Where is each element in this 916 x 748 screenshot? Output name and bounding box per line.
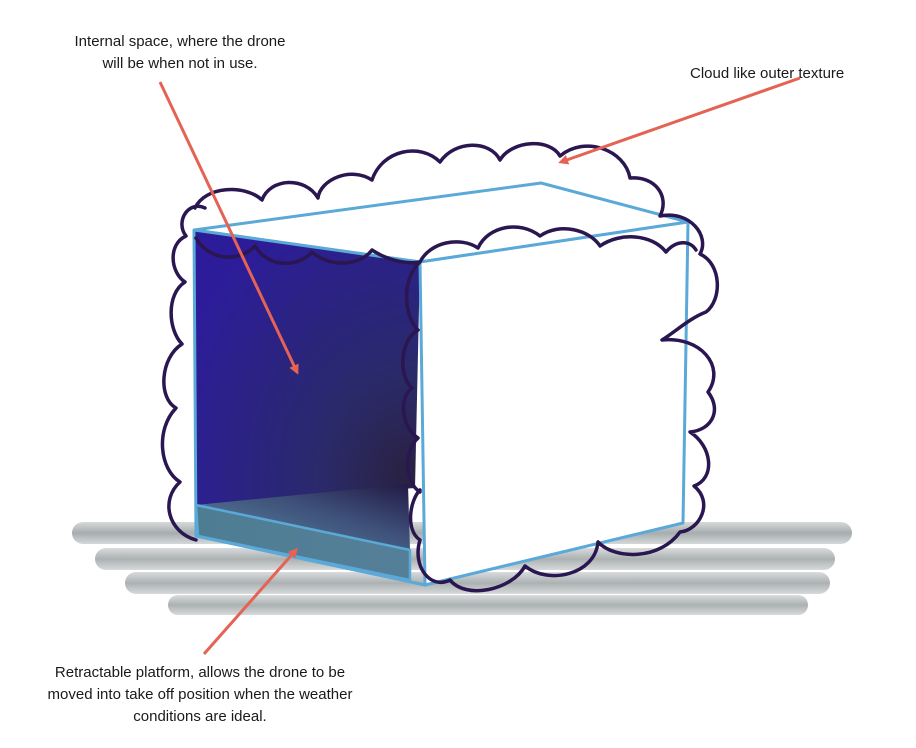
label-cloud-texture: Cloud like outer texture bbox=[690, 63, 910, 85]
annotation-arrows bbox=[158, 76, 801, 655]
label-retractable-platform: Retractable platform, allows the drone t… bbox=[0, 662, 400, 728]
box-front-face bbox=[418, 220, 690, 587]
label-internal-space: Internal space, where the drone will be … bbox=[40, 31, 320, 75]
arrow-internal-space bbox=[158, 81, 299, 375]
cloud-inner-scallops bbox=[194, 225, 698, 494]
box-interior bbox=[194, 230, 420, 505]
label-line: Cloud like outer texture bbox=[690, 65, 845, 82]
cloud-outer-texture bbox=[160, 142, 720, 593]
arrow-cloud-texture bbox=[558, 76, 801, 165]
label-line: conditions are ideal. bbox=[133, 708, 267, 725]
platform-top bbox=[196, 484, 410, 550]
label-line: will be when not in use. bbox=[102, 55, 258, 72]
label-line: Internal space, where the drone bbox=[74, 33, 286, 50]
arrow-platform bbox=[202, 547, 298, 655]
label-line: Retractable platform, allows the drone t… bbox=[54, 664, 346, 681]
label-line: moved into take off position when the we… bbox=[47, 686, 353, 703]
box-opening-outline bbox=[192, 229, 426, 587]
